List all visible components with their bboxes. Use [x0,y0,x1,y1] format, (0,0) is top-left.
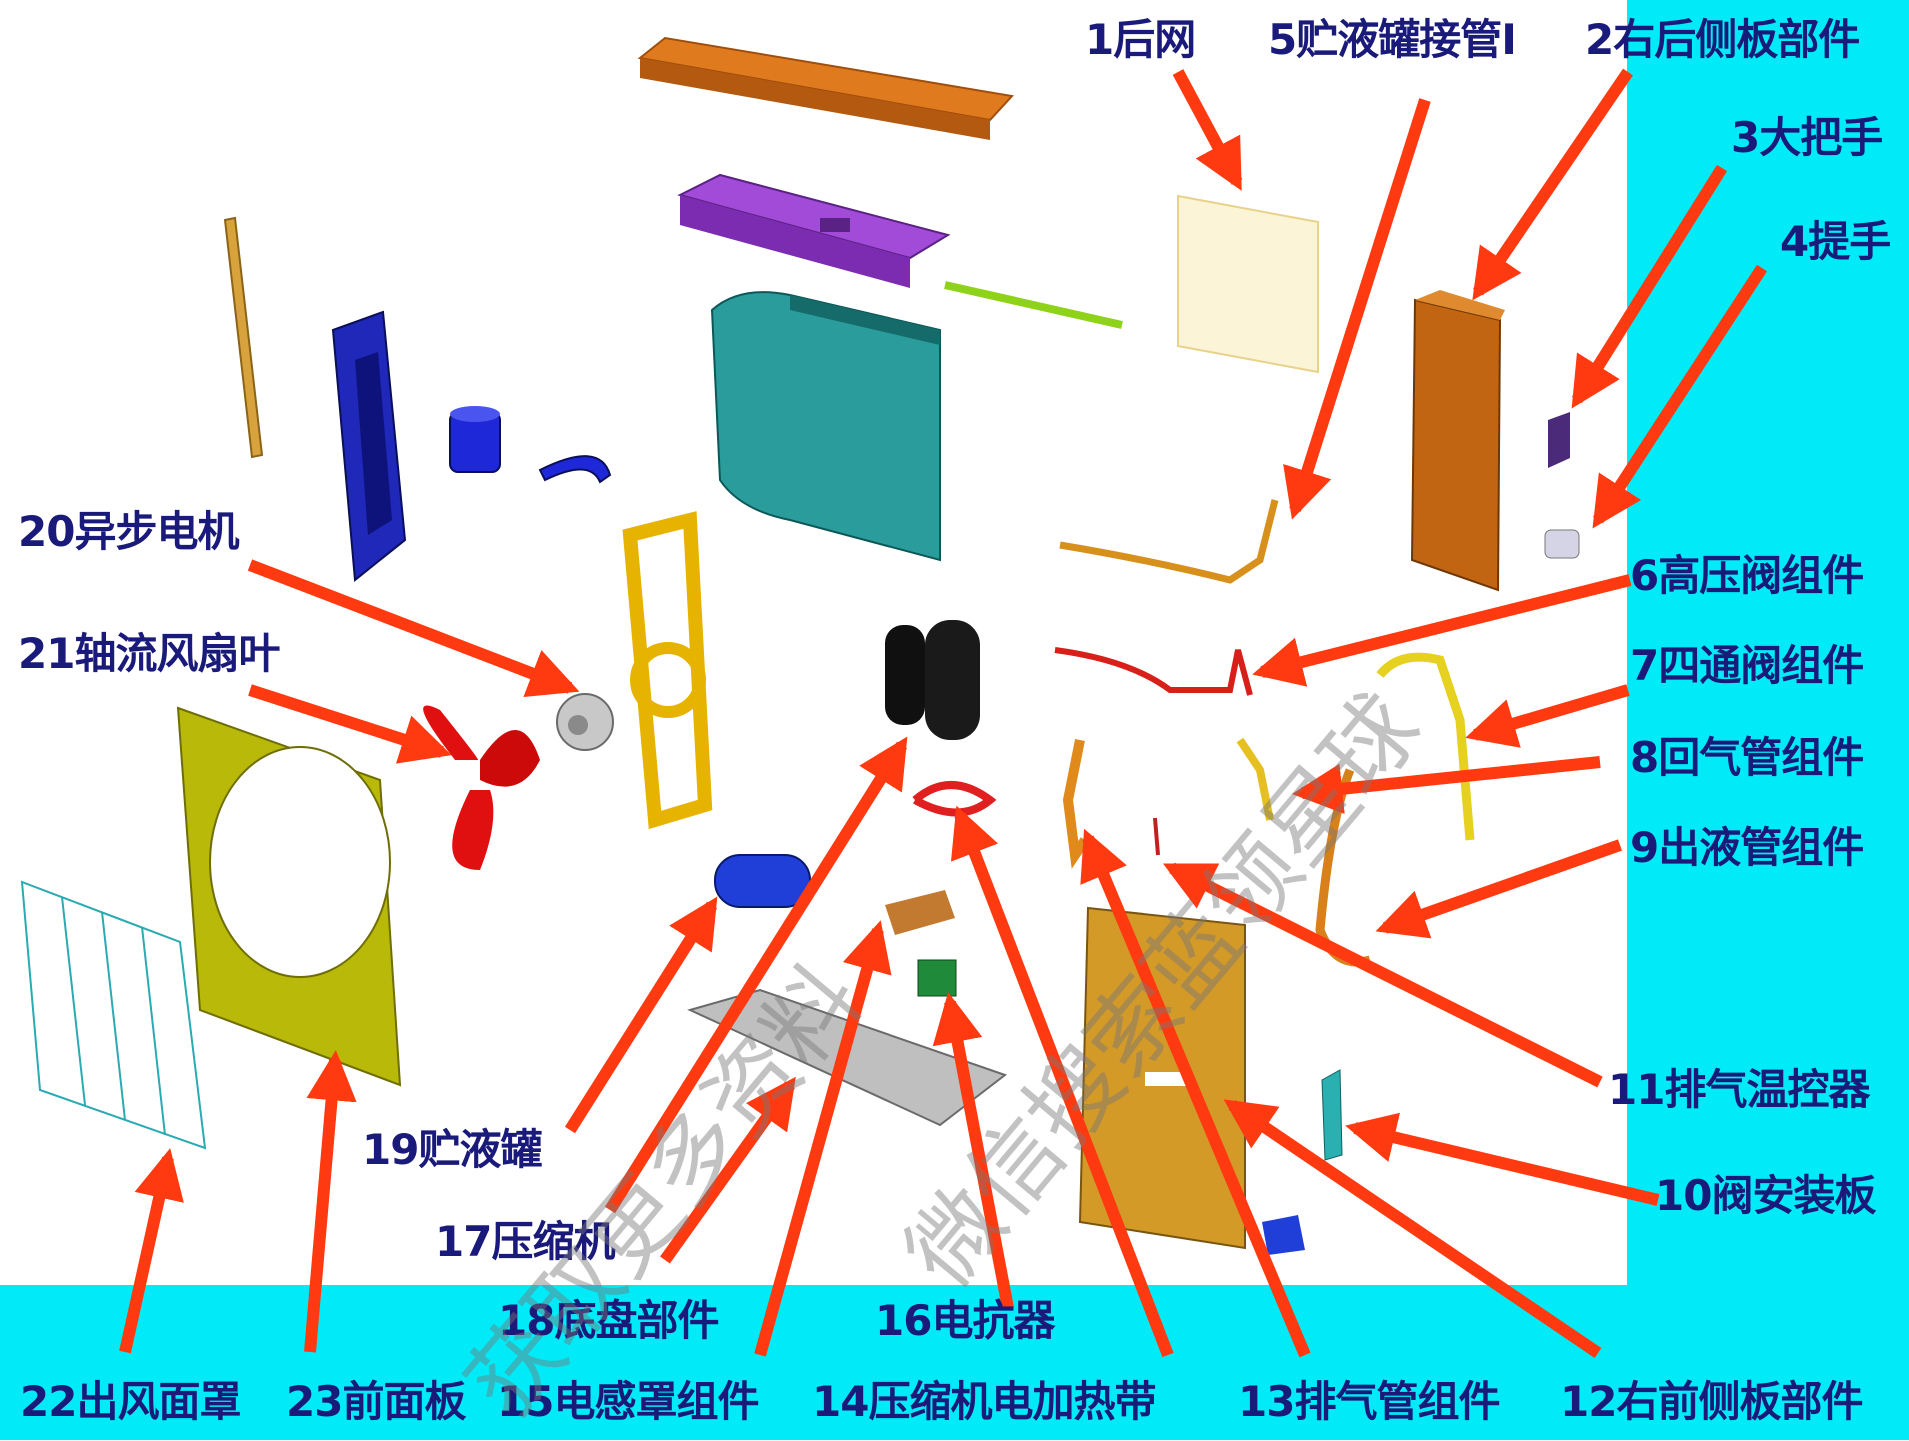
liquid-tank-part [714,854,811,908]
arrow-14 [950,805,1174,1358]
arrow-17 [604,736,908,1214]
arrow-8 [1291,756,1601,814]
arrow-6 [1252,574,1632,687]
arrow-15 [754,920,892,1357]
label-6: 6高压阀组件 [1630,551,1864,600]
label-1: 1后网 [1085,15,1196,64]
discharge-pipe-part [1062,739,1090,869]
label-22: 22出风面罩 [20,1377,241,1426]
inductor-cover-part [885,890,955,935]
arrow-22 [119,1148,184,1354]
label-20: 20异步电机 [18,507,239,556]
arrow-4 [1592,264,1768,529]
arrow-23 [304,1049,357,1353]
label-12: 12右前侧板部件 [1560,1377,1863,1426]
blue-support-panel-part [331,310,407,582]
label-19: 19贮液罐 [362,1125,542,1174]
label-21: 21轴流风扇叶 [18,629,280,678]
arrow-20 [247,559,580,698]
arrow-5 [1283,98,1431,520]
arrow-7 [1465,684,1630,748]
high-pressure-valve-part [1054,647,1253,696]
motor-bracket-part [622,511,713,830]
capacitor-part [449,406,501,473]
arrow-16 [932,992,1014,1310]
axial-fan-blade-part [423,705,540,870]
label-13: 13排气管组件 [1238,1377,1500,1426]
clamp-part [538,455,612,484]
arrow-1 [1172,69,1243,191]
arrow-2 [1472,68,1633,301]
arrow-18 [660,1076,796,1264]
label-8: 8回气管组件 [1630,733,1864,782]
label-14: 14压缩机电加热带 [812,1377,1156,1426]
label-23: 23前面板 [286,1377,466,1426]
label-7: 7四通阀组件 [1630,641,1864,690]
thermostat-part [1153,817,1160,856]
valve-mount-plate-part [1321,1069,1343,1161]
arrow-9 [1375,839,1622,939]
arrow-21 [248,684,452,764]
liquid-pipe-connection-part [1059,499,1279,584]
label-3: 3大把手 [1731,113,1883,162]
label-11: 11排气温控器 [1608,1065,1870,1114]
four-way-valve-part [1376,652,1475,841]
label-16: 16电抗器 [875,1296,1055,1345]
green-rod-part [944,281,1123,329]
reactor-part [917,959,957,997]
label-9: 9出液管组件 [1630,823,1864,872]
arrow-12 [1223,1099,1602,1358]
label-5: 5贮液罐接管I [1268,15,1517,64]
rear-grille-part [1177,194,1319,374]
label-10: 10阀安装板 [1655,1171,1876,1220]
return-pipe-part [1236,737,1274,821]
async-motor-part [556,693,614,751]
tan-pillar-part [223,216,264,459]
heater-band-part [912,781,997,817]
purple-tray-part [677,173,951,288]
arrow-11 [1162,862,1603,1088]
label-15: 15电感罩组件 [497,1377,759,1426]
label-18: 18底盘部件 [498,1296,719,1345]
arrow-3 [1571,164,1728,409]
grip-handle-part [1544,529,1580,559]
label-2: 2右后侧板部件 [1585,15,1860,64]
arrow-13 [1080,828,1311,1358]
label-4: 4提手 [1780,217,1891,266]
outlet-grille-part [20,880,207,1150]
blue-block-part [1262,1215,1305,1255]
big-handle-part [1548,412,1570,468]
arrow-19 [564,896,718,1134]
condenser-coil-part [710,291,941,562]
label-17: 17压缩机 [435,1217,615,1266]
top-cover-part [637,36,1014,140]
callout-arrows [119,68,1768,1358]
front-panel-part [176,706,402,1087]
right-rear-side-panel-part [1410,290,1505,592]
arrow-10 [1345,1112,1660,1206]
compressor-part [885,620,980,740]
